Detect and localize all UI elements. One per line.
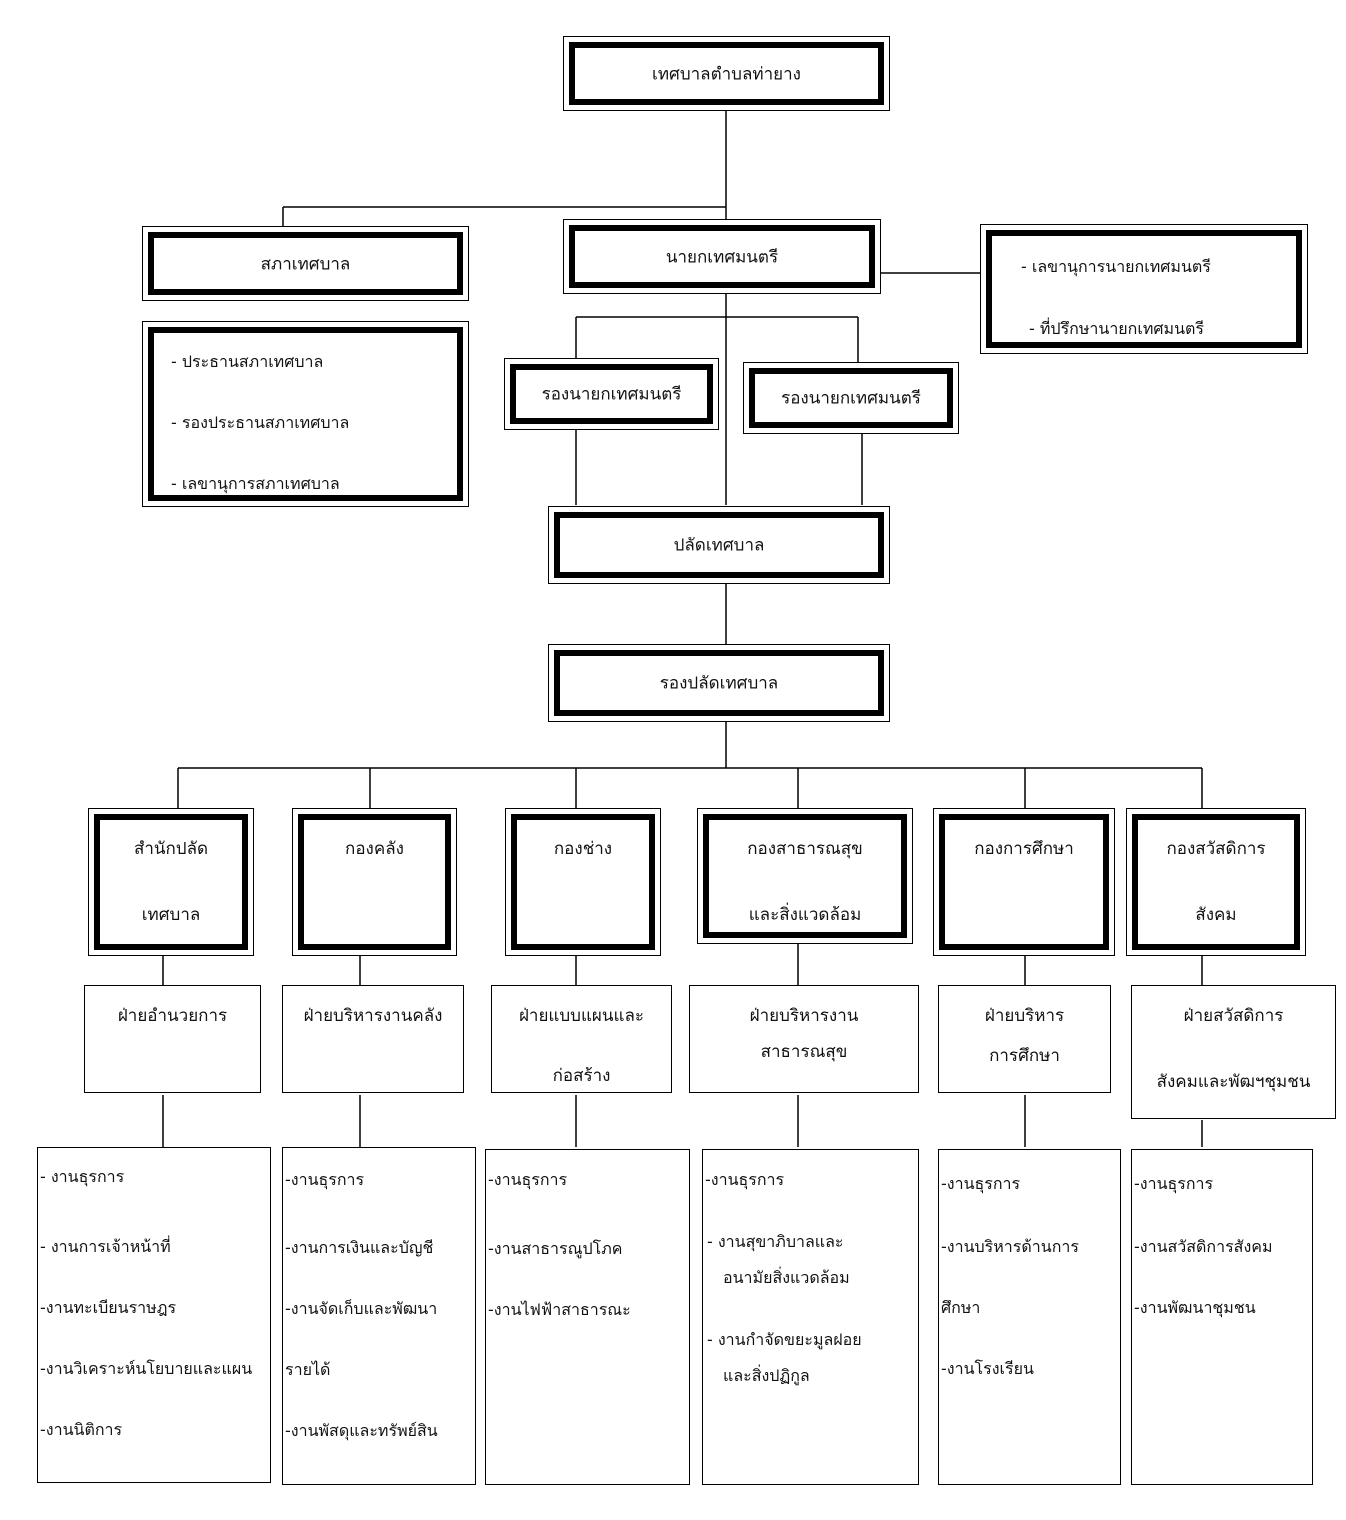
task-item: -งานบริหารด้านการ [941,1237,1079,1256]
council-member: - เลขานุการสภาเทศบาล [171,474,340,493]
task-item: - งานกำจัดขยะมูลฝอย [707,1330,862,1349]
section-name: ฝ่ายแบบแผนและ [518,1006,645,1026]
department-box: สำนักปลัด เทศบาล [88,808,254,956]
department-box: กองคลัง [292,808,457,956]
section-box: ฝ่ายบริหารงาน สาธารณสุข [689,985,919,1093]
section-box: ฝ่ายบริหารงานคลัง [282,985,464,1093]
task-item: -งานวิเคราะห์นโยบายและแผน [40,1359,253,1378]
mayor-staff-item: - ที่ปรึกษานายกเทศมนตรี [1029,319,1204,338]
council-member: - ประธานสภาเทศบาล [171,352,324,371]
task-item: และสิ่งปฏิกูล [723,1366,810,1385]
department-name: สำนักปลัด [133,839,209,859]
section-name: สาธารณสุข [760,1042,848,1062]
municipality-box: เทศบาลตำบลท่ายาง [563,36,890,111]
task-item: -งานจัดเก็บและพัฒนา [285,1299,438,1318]
section-name: ฝ่ายบริหาร [984,1006,1065,1026]
department-name: สังคม [1195,905,1237,925]
section-name: ฝ่ายอำนวยการ [117,1006,228,1026]
department-name: กองสวัสดิการ [1166,839,1266,859]
council-member: - รองประธานสภาเทศบาล [171,413,350,432]
department-name: กองการศึกษา [974,839,1074,859]
task-item: - งานการเจ้าหน้าที่ [40,1237,171,1256]
clerk-title: ปลัดเทศบาล [673,535,765,556]
section-box: ฝ่ายบริหาร การศึกษา [938,985,1111,1093]
task-item: -งานนิติการ [40,1420,123,1439]
task-item: -งานพัสดุและทรัพย์สิน [285,1421,438,1440]
tasks-box: -งานธุรการ - งานสุขาภิบาลและ อนามัยสิ่งแ… [702,1149,919,1485]
mayor-box: นายกเทศมนตรี [563,219,881,294]
department-name: กองสาธารณสุข [747,839,863,859]
section-name: ฝ่ายสวัสดิการ [1183,1006,1284,1026]
section-box: ฝ่ายสวัสดิการ สังคมและพัฒฯชุมชน [1131,985,1336,1119]
task-item: -งานธุรการ [941,1174,1021,1193]
task-item: รายได้ [285,1360,331,1379]
department-box: กองช่าง [505,808,661,956]
tasks-box: -งานธุรการ -งานบริหารด้านการ ศึกษา -งานโ… [938,1149,1121,1485]
council-box: สภาเทศบาล [142,226,469,301]
deputy-mayor-1-title: รองนายกเทศมนตรี [541,384,682,405]
section-box: ฝ่ายอำนวยการ [84,985,261,1093]
task-item: -งานสวัสดิการสังคม [1134,1237,1273,1256]
tasks-box: -งานธุรการ -งานการเงินและบัญชี -งานจัดเก… [282,1147,476,1485]
task-item: - งานธุรการ [40,1167,125,1186]
task-item: -งานการเงินและบัญชี [285,1238,434,1257]
tasks-box: -งานธุรการ -งานสวัสดิการสังคม -งานพัฒนาช… [1131,1149,1313,1485]
section-box: ฝ่ายแบบแผนและ ก่อสร้าง [491,985,672,1093]
tasks-box: -งานธุรการ -งานสาธารณูปโภค -งานไฟฟ้าสาธา… [485,1149,690,1485]
section-name: สังคมและพัฒฯชุมชน [1156,1072,1311,1092]
task-item: -งานธุรการ [705,1170,785,1189]
deputy-mayor-2-title: รองนายกเทศมนตรี [781,388,921,409]
department-box: กองสวัสดิการ สังคม [1126,808,1306,956]
municipality-title: เทศบาลตำบลท่ายาง [652,64,801,84]
section-name: ฝ่ายบริหารงานคลัง [303,1006,443,1026]
department-name: กองช่าง [553,839,613,859]
task-item: ศึกษา [941,1298,981,1317]
section-name: การศึกษา [989,1046,1060,1066]
section-name: ฝ่ายบริหารงาน [749,1006,859,1026]
deputy-mayor-1-box: รองนายกเทศมนตรี [504,358,719,430]
task-item: -งานสาธารณูปโภค [488,1239,623,1258]
tasks-box: - งานธุรการ - งานการเจ้าหน้าที่ -งานทะเบ… [37,1147,271,1483]
deputy-mayor-2-box: รองนายกเทศมนตรี [743,362,959,434]
department-box: กองสาธารณสุข และสิ่งแวดล้อม [697,808,913,944]
task-item: -งานธุรการ [1134,1174,1214,1193]
task-item: -งานพัฒนาชุมชน [1134,1298,1256,1317]
task-item: -งานไฟฟ้าสาธารณะ [488,1300,631,1319]
department-box: กองการศึกษา [933,808,1115,956]
mayor-staff-box: - เลขานุการนายกเทศมนตรี - ที่ปรึกษานายกเ… [980,224,1308,354]
task-item: -งานโรงเรียน [941,1359,1034,1378]
council-title: สภาเทศบาล [260,254,351,274]
council-members-box: - ประธานสภาเทศบาล - รองประธานสภาเทศบาล -… [142,321,469,507]
department-name: กองคลัง [345,839,404,859]
deputy-clerk-title: รองปลัดเทศบาล [659,673,779,694]
task-item: -งานธุรการ [488,1170,568,1189]
task-item: -งานทะเบียนราษฎร [40,1298,177,1317]
deputy-clerk-box: รองปลัดเทศบาล [548,644,890,722]
department-name: และสิ่งแวดล้อม [748,905,862,925]
task-item: - งานสุขาภิบาลและ [707,1232,844,1251]
department-name: เทศบาล [141,905,201,925]
task-item: -งานธุรการ [285,1170,365,1189]
mayor-title: นายกเทศมนตรี [665,247,779,267]
mayor-staff-item: - เลขานุการนายกเทศมนตรี [1021,257,1211,276]
task-item: อนามัยสิ่งแวดล้อม [723,1268,850,1287]
clerk-box: ปลัดเทศบาล [548,506,890,584]
section-name: ก่อสร้าง [552,1066,611,1086]
